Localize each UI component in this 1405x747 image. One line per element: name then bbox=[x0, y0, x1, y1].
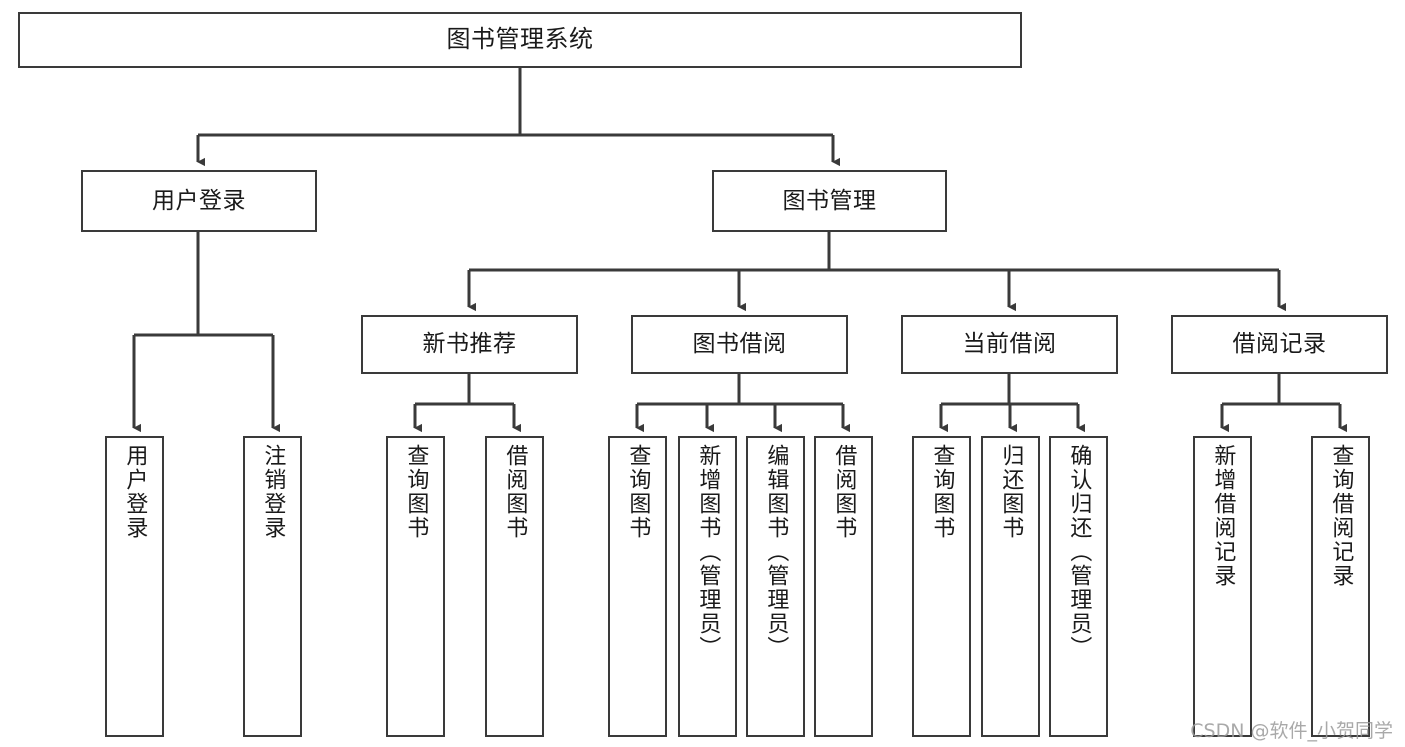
leaf-borrow-record-query[interactable]: 查询借阅记录 bbox=[1311, 436, 1370, 737]
node-new-book-recommend[interactable]: 新书推荐 bbox=[361, 315, 578, 374]
node-root[interactable]: 图书管理系统 bbox=[18, 12, 1022, 68]
leaf-book-borrow-borrow[interactable]: 借阅图书 bbox=[814, 436, 873, 737]
leaf-current-borrow-query[interactable]: 查询图书 bbox=[912, 436, 971, 737]
leaf-new-book-borrow-label: 借阅图书 bbox=[502, 444, 528, 540]
leaf-borrow-record-query-label: 查询借阅记录 bbox=[1328, 444, 1354, 588]
node-root-label: 图书管理系统 bbox=[446, 25, 594, 54]
node-current-borrow-label: 当前借阅 bbox=[962, 331, 1057, 358]
leaf-borrow-record-add-label: 新增借阅记录 bbox=[1210, 444, 1236, 588]
node-book-borrow-label: 图书借阅 bbox=[692, 331, 787, 358]
leaf-new-book-borrow[interactable]: 借阅图书 bbox=[485, 436, 544, 737]
leaf-book-borrow-add[interactable]: 新增图书（管理员） bbox=[678, 436, 737, 737]
node-user-login[interactable]: 用户登录 bbox=[81, 170, 317, 232]
leaf-book-borrow-query-label: 查询图书 bbox=[625, 444, 651, 540]
leaf-current-borrow-query-label: 查询图书 bbox=[929, 444, 955, 540]
node-book-management-label: 图书管理 bbox=[782, 187, 877, 214]
leaf-book-borrow-query[interactable]: 查询图书 bbox=[608, 436, 667, 737]
node-new-book-recommend-label: 新书推荐 bbox=[422, 331, 517, 358]
leaf-current-borrow-confirm-return[interactable]: 确认归还（管理员） bbox=[1049, 436, 1108, 737]
leaf-user-login-login[interactable]: 用户登录 bbox=[105, 436, 164, 737]
leaf-book-borrow-edit-label: 编辑图书（管理员） bbox=[763, 444, 789, 660]
leaf-borrow-record-add[interactable]: 新增借阅记录 bbox=[1193, 436, 1252, 737]
node-book-management[interactable]: 图书管理 bbox=[712, 170, 947, 232]
leaf-book-borrow-add-label: 新增图书（管理员） bbox=[695, 444, 721, 660]
csdn-watermark: CSDN @软件_小贺同学 bbox=[1190, 720, 1393, 742]
leaf-current-borrow-confirm-return-label: 确认归还（管理员） bbox=[1066, 444, 1092, 660]
leaf-current-borrow-return[interactable]: 归还图书 bbox=[981, 436, 1040, 737]
leaf-book-borrow-borrow-label: 借阅图书 bbox=[831, 444, 857, 540]
leaf-user-login-logout-label: 注销登录 bbox=[260, 444, 286, 540]
leaf-new-book-query-label: 查询图书 bbox=[403, 444, 429, 540]
node-book-borrow[interactable]: 图书借阅 bbox=[631, 315, 848, 374]
node-borrow-record[interactable]: 借阅记录 bbox=[1171, 315, 1388, 374]
leaf-new-book-query[interactable]: 查询图书 bbox=[386, 436, 445, 737]
leaf-current-borrow-return-label: 归还图书 bbox=[998, 444, 1024, 540]
leaf-user-login-logout[interactable]: 注销登录 bbox=[243, 436, 302, 737]
leaf-book-borrow-edit[interactable]: 编辑图书（管理员） bbox=[746, 436, 805, 737]
node-user-login-label: 用户登录 bbox=[152, 187, 246, 214]
leaf-user-login-login-label: 用户登录 bbox=[122, 444, 148, 540]
node-current-borrow[interactable]: 当前借阅 bbox=[901, 315, 1118, 374]
node-borrow-record-label: 借阅记录 bbox=[1232, 331, 1327, 358]
